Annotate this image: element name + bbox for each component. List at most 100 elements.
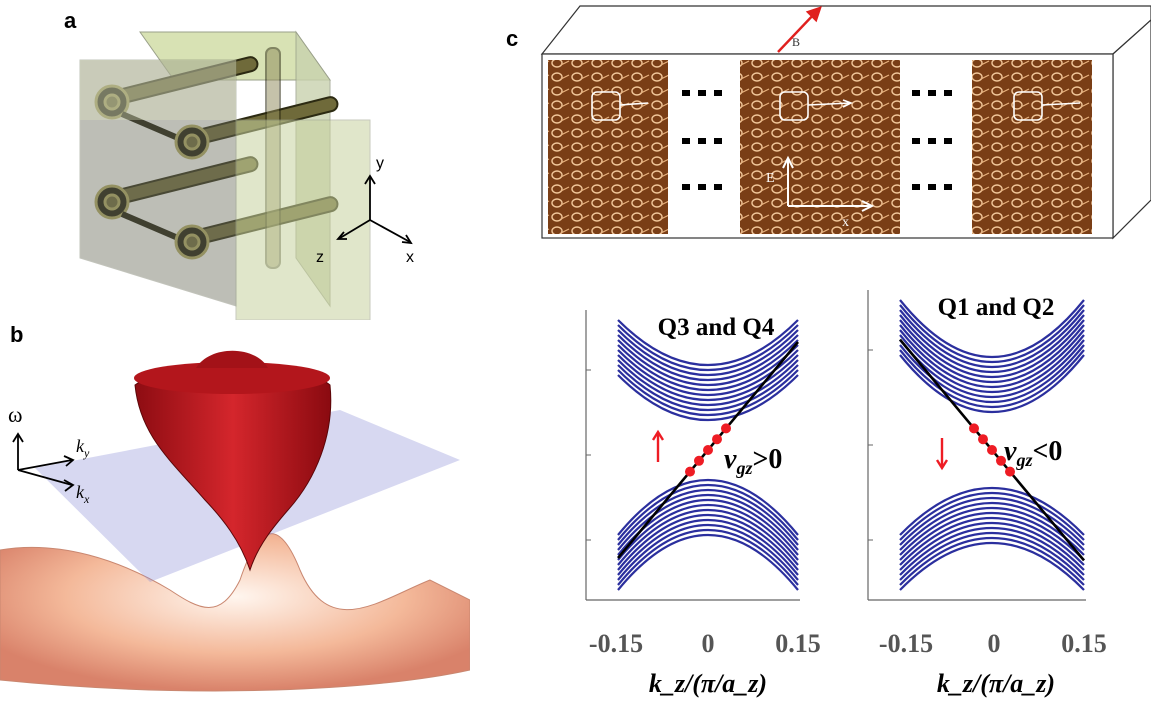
bulk-band-upper (617, 339, 799, 387)
surface-mode-dot (685, 466, 695, 477)
annotation-sub: gz (1015, 450, 1032, 470)
bulk-band-lower (899, 486, 1085, 536)
band-surface-3d: ω ky kx (0, 350, 470, 692)
slab-schematic: E x B (540, 5, 1151, 240)
bulk-band-upper (617, 369, 799, 417)
annotation-rel: >0 (752, 444, 782, 475)
bulk-band-upper (617, 324, 799, 372)
annotation-main: v (1004, 436, 1017, 467)
resonator-rings (94, 84, 210, 260)
metamaterial-blocks (548, 60, 1092, 234)
bulk-band-upper (899, 339, 1085, 398)
bulk-band-upper (899, 309, 1085, 368)
k-space-axes (12, 432, 75, 492)
chart-0-title: Q3 and Q4 (658, 314, 775, 341)
bulk-band-lower (617, 493, 799, 551)
x-tick-right: 0.15 (1061, 629, 1107, 658)
bulk-band-lower (899, 511, 1085, 561)
chart-1-plot (867, 290, 1086, 601)
field-axes (782, 155, 875, 212)
bulk-band-upper (899, 349, 1085, 408)
svg-text:ky: ky (76, 436, 90, 460)
x-tick-mid: 0 (988, 629, 1001, 658)
bulk-band-upper (617, 329, 799, 377)
bulk-band-lower (899, 531, 1085, 581)
unit-cell-markers (591, 91, 1081, 121)
omega-label: ω (8, 402, 22, 427)
panel-label-a: a (64, 8, 77, 33)
bulk-band-upper (617, 359, 799, 407)
bulk-band-upper (899, 304, 1085, 363)
arrow-head (935, 459, 949, 471)
annotation-sub: gz (735, 458, 752, 478)
band-chart-left: Q3 and Q4 vgz>0 -0.15 0 0.15 k_z/(π/a_z) (585, 310, 821, 698)
bulk-band-lower (617, 523, 799, 581)
band-chart-right: Q1 and Q2 vgz<0 -0.15 0 0.15 k_z/(π/a_z) (867, 290, 1107, 698)
surface-mode-dot (996, 455, 1006, 466)
b-field-arrow (777, 6, 822, 53)
surface-mode-dot (694, 455, 704, 466)
surface-mode-dot (987, 445, 997, 455)
bulk-band-lower (617, 533, 799, 591)
bulk-band-lower (899, 501, 1085, 551)
chart-1-title: Q1 and Q2 (938, 294, 1055, 321)
bulk-band-upper (617, 374, 799, 422)
annotation-rel: <0 (1032, 436, 1062, 467)
bulk-band-lower (899, 516, 1085, 566)
svg-text:kx: kx (76, 482, 90, 506)
bulk-band-upper (617, 319, 799, 367)
surface-mode-dot (969, 423, 979, 434)
bulk-band-lower (899, 491, 1085, 541)
bulk-band-lower (617, 513, 799, 571)
field-x-label: x (842, 215, 849, 230)
coordinate-axes (336, 174, 413, 245)
bulk-band-upper (617, 354, 799, 402)
kx-subscript: x (83, 492, 90, 506)
chart-0-annotation: vgz>0 (724, 444, 782, 478)
bulk-band-lower (617, 483, 799, 541)
bulk-band-lower (899, 541, 1085, 591)
ky-label: k (76, 436, 85, 456)
bulk-band-upper (617, 364, 799, 412)
field-e-label: E (766, 171, 775, 186)
bulk-band-upper (899, 314, 1085, 373)
annotation-main: v (724, 444, 737, 475)
unit-cell-cube: y x z (79, 30, 414, 320)
bulk-band-upper (617, 344, 799, 392)
bulk-band-upper (899, 324, 1085, 383)
chart-0-plot (585, 310, 800, 601)
chart-0-xlabel: k_z/(π/a_z) (649, 669, 767, 698)
bulk-band-lower (899, 526, 1085, 576)
bulk-band-lower (617, 508, 799, 566)
x-tick-left: -0.15 (879, 629, 933, 658)
surface-mode-dot (721, 423, 731, 434)
ellipsis-dots (682, 90, 952, 190)
arrow-head (651, 429, 665, 441)
axis-y-label: y (376, 155, 384, 172)
bulk-band-lower (617, 528, 799, 586)
bulk-band-lower (899, 521, 1085, 571)
bulk-band-upper (899, 329, 1085, 388)
bulk-band-upper (899, 334, 1085, 393)
bulk-band-lower (899, 496, 1085, 546)
bulk-band-lower (617, 478, 799, 536)
surface-mode-dot (978, 434, 988, 445)
surface-mode-dot (712, 434, 722, 445)
bulk-band-lower (899, 536, 1085, 586)
chart-1-xlabel: k_z/(π/a_z) (937, 669, 1055, 698)
x-tick-left: -0.15 (589, 629, 643, 658)
bulk-band-lower (617, 488, 799, 546)
bulk-band-upper (899, 299, 1085, 358)
bulk-band-lower (617, 518, 799, 576)
field-b-label: B (792, 35, 800, 49)
x-tick-right: 0.15 (775, 629, 821, 658)
bulk-band-lower (617, 503, 799, 561)
kx-label: k (76, 482, 85, 502)
x-tick-mid: 0 (702, 629, 715, 658)
axis-z-label: z (316, 249, 324, 266)
chart-1-annotation: vgz<0 (1004, 436, 1062, 470)
surface-mode-dot (1005, 466, 1015, 477)
bulk-band-upper (899, 319, 1085, 378)
lower-band (0, 533, 470, 692)
panel-label-b: b (10, 322, 24, 347)
